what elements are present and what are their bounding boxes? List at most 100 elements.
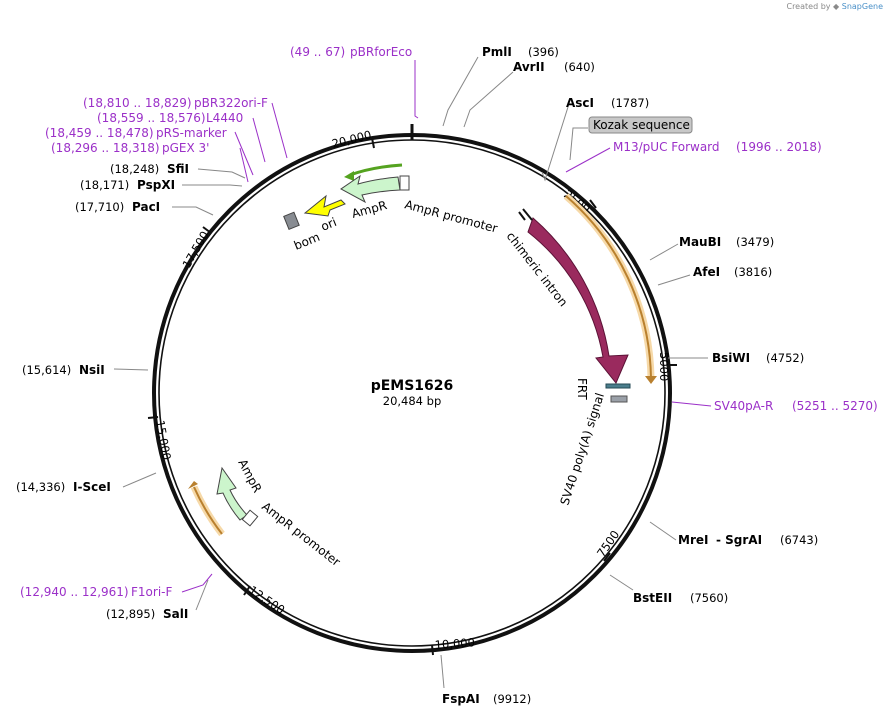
feature-lacz <box>527 217 629 384</box>
feature-ampr-top-label: AmpR <box>350 198 388 221</box>
primer-sv40pa-r[interactable]: SV40pA-R (5251 .. 5270) <box>714 399 878 413</box>
site-fspai[interactable]: FspAI (9912) <box>442 692 531 706</box>
primer-m13-puc-forward[interactable]: M13/pUC Forward(1996 .. 2018) <box>613 140 822 154</box>
site-mrei-pos: (6743) <box>780 533 818 547</box>
site-fspai-name: FspAI <box>442 692 480 706</box>
tick-label-12500: 12,500 <box>246 583 287 617</box>
site-bsteii-pos: (7560) <box>690 591 728 605</box>
site-avrii-pos: (640) <box>564 60 595 74</box>
site-bsiwi[interactable]: BsiWI (4752) <box>712 351 804 365</box>
kozak-label-box <box>588 116 693 134</box>
tick-label-10000: 10,000 <box>434 635 475 652</box>
feature-kozak-label: Kozak sequence <box>593 118 690 132</box>
primer-leaders <box>181 60 712 593</box>
primer-f1ori-f[interactable]: (12,940 .. 12,961)F1ori-F <box>20 585 172 599</box>
feature-ori <box>303 194 346 217</box>
orange-arrowhead-right <box>645 376 657 384</box>
site-i-scei-pos: (14,336) <box>16 480 65 494</box>
primer-prs-marker[interactable]: (18,459 .. 18,478)pRS-marker <box>45 126 227 140</box>
primer-l4440-name: L4440 <box>206 111 243 125</box>
site-sgrai-name: - SgrAI <box>716 533 762 547</box>
tick-label-17500: 17,500 <box>179 229 211 271</box>
feature-orange-arc-left-core <box>193 486 223 535</box>
primer-l4440[interactable]: (18,559 .. 18,576)L4440 <box>97 111 243 125</box>
primer-f1ori-f-range: (12,940 .. 12,961) <box>20 585 129 599</box>
feature-chimeric-intron-label: chimeric intron <box>504 229 571 309</box>
primer-sv40pa-r-range: (5251 .. 5270) <box>792 399 878 413</box>
site-pmli-pos: (396) <box>528 45 559 59</box>
site-bsteii[interactable]: BstEII(7560) <box>633 591 728 605</box>
primer-l4440-range: (18,559 .. 18,576) <box>97 111 206 125</box>
feature-ampr-promoter-bottom-label: AmpR promoter <box>259 499 343 569</box>
site-sali-pos: (12,895) <box>106 607 155 621</box>
site-nsii[interactable]: (15,614) NsiI <box>22 363 105 377</box>
primer-pgex-3-range: (18,296 .. 18,318) <box>51 141 160 155</box>
feature-sv40 <box>610 395 628 403</box>
site-pspxi-name: PspXI <box>137 178 175 192</box>
site-pmli-name: PmlI <box>482 45 512 59</box>
feature-ampr-promoter-top-label: AmpR promoter <box>403 197 499 235</box>
plasmid-name: pEMS1626 <box>371 378 454 394</box>
green-arrow-top <box>349 163 403 177</box>
tick-label-7500: 7500 <box>594 528 622 560</box>
primer-pbrforeco[interactable]: (49 .. 67) pBRforEco <box>290 45 412 59</box>
feature-bom-label: bom <box>292 230 322 253</box>
site-sali-name: SalI <box>163 607 188 621</box>
primer-pgex-3-name: pGEX 3' <box>162 141 209 155</box>
primer-pbr322ori-f-range: (18,810 .. 18,829) <box>83 96 192 110</box>
site-asci-pos: (1787) <box>611 96 649 110</box>
plasmid-size: 20,484 bp <box>383 394 442 408</box>
feature-frt-label: FRT <box>575 378 589 400</box>
site-asci-name: AscI <box>566 96 594 110</box>
site-fspai-pos: (9912) <box>493 692 531 706</box>
site-afei-pos: (3816) <box>734 265 772 279</box>
site-i-scei-name: I-SceI <box>73 480 111 494</box>
feature-ampr-bottom <box>216 466 248 521</box>
site-i-scei[interactable]: (14,336) I-SceI <box>16 480 111 494</box>
site-sgrai[interactable]: - SgrAI <box>716 533 762 547</box>
site-avrii[interactable]: AvrII (640) <box>513 60 595 74</box>
feature-kozak[interactable]: Kozak sequence <box>588 116 693 134</box>
site-sfii-pos: (18,248) <box>110 162 159 176</box>
site-sfii[interactable]: (18,248) SfiI <box>110 162 189 176</box>
site-maubi[interactable]: MauBI (3479) <box>679 235 774 249</box>
site-afei[interactable]: AfeI(3816) <box>693 265 772 279</box>
feature-ori-label: ori <box>319 215 339 234</box>
site-bsiwi-pos: (4752) <box>766 351 804 365</box>
feature-sv40-label: SV40 poly(A) signal <box>558 391 608 507</box>
primer-prs-marker-range: (18,459 .. 18,478) <box>45 126 154 140</box>
site-paci[interactable]: (17,710) PacI <box>75 200 160 214</box>
primer-f1ori-f-name: F1ori-F <box>131 585 172 599</box>
site-pspxi[interactable]: (18,171)PspXI <box>80 178 175 192</box>
site-bsiwi-name: BsiWI <box>712 351 750 365</box>
site-maubi-pos: (3479) <box>736 235 774 249</box>
feature-ampr-promoter-top <box>399 175 410 191</box>
site-nsii-name: NsiI <box>79 363 105 377</box>
site-sfii-name: SfiI <box>167 162 189 176</box>
site-pmli[interactable]: PmlI (396) <box>482 45 559 59</box>
primer-pbr322ori-f[interactable]: (18,810 .. 18,829)pBR322ori-F <box>83 96 268 110</box>
snapgene-credit: Created by ◆ SnapGene <box>786 2 883 11</box>
coordinate-ticks <box>147 137 677 656</box>
feature-ampr-top <box>340 174 401 204</box>
site-paci-pos: (17,710) <box>75 200 124 214</box>
feature-frt <box>605 383 631 389</box>
primer-pgex-3[interactable]: (18,296 .. 18,318)pGEX 3' <box>51 141 209 155</box>
primer-pbrforeco-name: pBRforEco <box>350 45 412 59</box>
site-mrei[interactable]: MreI(6743) <box>678 533 818 547</box>
site-nsii-pos: (15,614) <box>22 363 71 377</box>
site-maubi-name: MauBI <box>679 235 721 249</box>
snapgene-logo-icon: ◆ <box>833 2 840 11</box>
primer-sv40pa-r-name: SV40pA-R <box>714 399 773 413</box>
site-avrii-name: AvrII <box>513 60 545 74</box>
primer-prs-marker-name: pRS-marker <box>156 126 227 140</box>
feature-orange-arc-right-core <box>565 195 652 379</box>
site-asci[interactable]: AscI (1787) <box>566 96 649 110</box>
site-sali[interactable]: (12,895) SalI <box>106 607 188 621</box>
site-paci-name: PacI <box>132 200 160 214</box>
primer-pbrforeco-range: (49 .. 67) <box>290 45 345 59</box>
primer-m13-puc-forward-range: (1996 .. 2018) <box>736 140 822 154</box>
feature-bom <box>283 211 300 231</box>
feature-ampr-bottom-label: AmpR <box>235 457 264 495</box>
